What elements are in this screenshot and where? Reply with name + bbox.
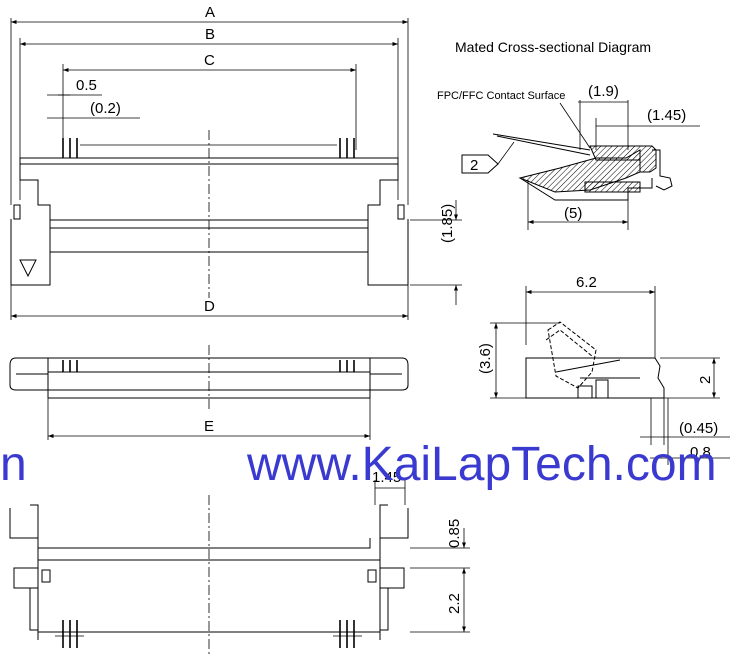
side-view-pins [62, 360, 355, 372]
pin-width-label: (0.2) [90, 100, 121, 117]
dim-145p-label: (1.45) [647, 107, 686, 124]
height-22-label: 2.2 [446, 593, 463, 614]
profile-body [525, 357, 665, 399]
dimension-a-label: A [205, 4, 215, 21]
cross-section-title: Mated Cross-sectional Diagram [455, 39, 651, 55]
dim-2-label: 2 [697, 376, 714, 384]
mated-cross-section: Mated Cross-sectional Diagram FPC/FFC Co… [437, 39, 700, 230]
dim-19-label: (1.9) [588, 83, 619, 100]
side-view: E [9, 345, 409, 440]
ref-marker-label: 2 [470, 157, 478, 174]
pitch-label: 0.5 [76, 77, 97, 94]
top-view-pins [62, 138, 355, 158]
dimension-b-label: B [205, 26, 215, 43]
watermark-text: www.KaiLapTech.com [246, 438, 717, 491]
fpc-contact-surface-label: FPC/FFC Contact Surface [437, 90, 565, 102]
bottom-view: 1.45 0.85 2.2 [9, 469, 470, 655]
dim-36-label: (3.6) [477, 343, 494, 374]
height-185-label: (1.85) [439, 204, 456, 243]
watermark: n www.KaiLapTech.com [0, 438, 717, 491]
dim-08-label: 0.8 [690, 444, 711, 461]
dim-045-label: (0.45) [679, 420, 718, 437]
fpc-cable [492, 133, 591, 151]
pin1-triangle-mark [19, 259, 37, 278]
width-145-label: 1.45 [372, 469, 401, 486]
height-085-label: 0.85 [446, 519, 463, 548]
dim-62-label: 6.2 [576, 274, 597, 291]
dimension-c-label: C [204, 52, 215, 69]
top-view: A B C 0.5 (0.2) [10, 4, 462, 320]
dim-5-label: (5) [564, 205, 582, 222]
dimension-e-label: E [204, 418, 214, 435]
ref-marker-2 [461, 154, 499, 174]
watermark-fragment: n [0, 438, 27, 491]
dimension-d-label: D [204, 298, 215, 315]
bottom-view-pins [55, 620, 362, 648]
side-housing-body [9, 357, 409, 391]
side-profile: 6.2 (3.6) 2 (0.45) 0.8 [477, 274, 730, 465]
section-contact [589, 145, 657, 173]
